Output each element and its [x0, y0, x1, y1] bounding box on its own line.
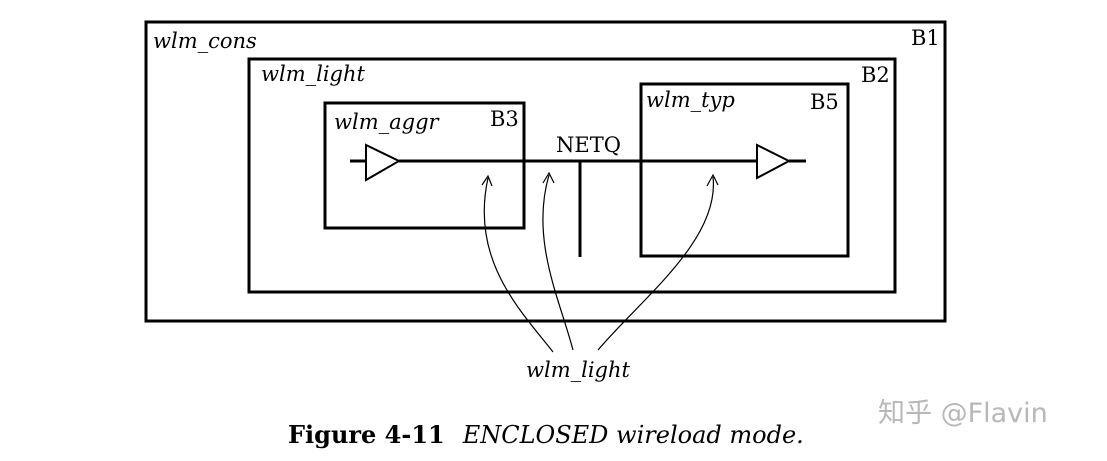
block-b2-outline: [247, 57, 897, 294]
block-b3-outline: [323, 101, 526, 230]
pointer-arrow-to-b3: [481, 174, 493, 187]
buffer-right-icon: [756, 143, 792, 180]
buffer-left-icon: [365, 143, 402, 182]
figure-number: Figure 4-11: [288, 420, 445, 449]
watermark: 知乎 @Flavin: [878, 398, 1048, 429]
block-b1-id: B1: [911, 26, 940, 50]
pointer-curve-to-b5: [597, 176, 714, 351]
block-b2-name: wlm_light: [261, 62, 366, 86]
block-b2-id: B2: [861, 63, 890, 87]
block-b3-id: B3: [490, 107, 519, 131]
pointer-arrow-to-b5: [706, 173, 719, 187]
block-b1-name: wlm_cons: [153, 29, 257, 53]
pointer-arrow-to-netq: [542, 171, 555, 184]
block-b5-name: wlm_typ: [646, 88, 735, 112]
pointer-curve-to-b3: [483, 177, 554, 353]
block-b5-outline: [639, 82, 850, 258]
block-b1-outline: [144, 20, 947, 323]
figure-caption: Figure 4-11 ENCLOSED wireload mode.: [288, 420, 804, 449]
pointer-label: wlm_light: [526, 358, 631, 382]
figure-title: ENCLOSED wireload mode.: [462, 421, 804, 449]
pointer-curve-to-netq: [542, 174, 574, 351]
block-b3-name: wlm_aggr: [334, 110, 441, 134]
block-b5-id: B5: [810, 90, 839, 114]
net-netq-label: NETQ: [556, 133, 621, 157]
